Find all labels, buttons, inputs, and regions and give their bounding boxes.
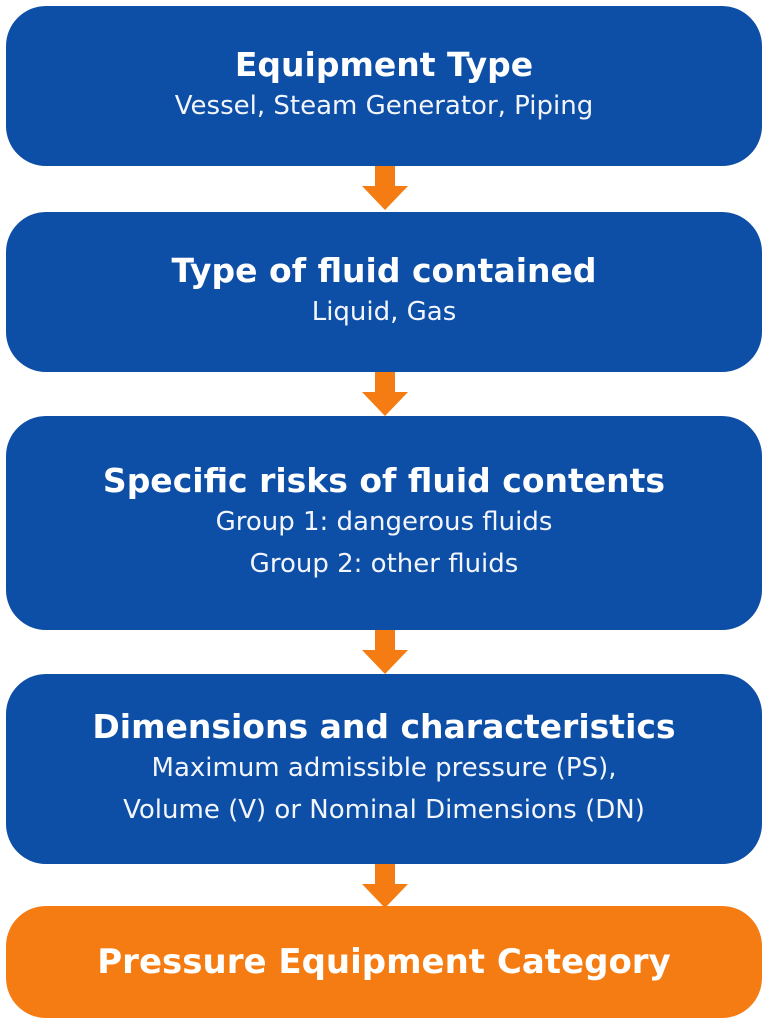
step-box-fluid-type: Type of fluid contained Liquid, Gas bbox=[6, 212, 762, 372]
result-title: Pressure Equipment Category bbox=[97, 942, 671, 982]
step-title: Dimensions and characteristics bbox=[92, 707, 676, 746]
result-box-pressure-category: Pressure Equipment Category bbox=[6, 906, 762, 1018]
step-box-fluid-risks: Specific risks of fluid contents Group 1… bbox=[6, 416, 762, 630]
step-detail: Liquid, Gas bbox=[311, 297, 457, 327]
step-detail: Volume (V) or Nominal Dimensions (DN) bbox=[123, 795, 645, 825]
step-box-dimensions: Dimensions and characteristics Maximum a… bbox=[6, 674, 762, 864]
step-title: Equipment Type bbox=[234, 45, 534, 84]
step-detail: Group 1: dangerous fluids bbox=[215, 507, 553, 537]
step-box-equipment-type: Equipment Type Vessel, Steam Generator, … bbox=[6, 6, 762, 166]
step-detail: Vessel, Steam Generator, Piping bbox=[174, 91, 594, 121]
step-title: Specific risks of fluid contents bbox=[102, 461, 666, 500]
step-detail: Maximum admissible pressure (PS), bbox=[151, 753, 617, 783]
down-arrow-icon bbox=[362, 864, 408, 908]
down-arrow-icon bbox=[362, 372, 408, 416]
down-arrow-icon bbox=[362, 166, 408, 210]
step-detail: Group 2: other fluids bbox=[249, 549, 519, 579]
step-title: Type of fluid contained bbox=[171, 251, 597, 290]
down-arrow-icon bbox=[362, 630, 408, 674]
